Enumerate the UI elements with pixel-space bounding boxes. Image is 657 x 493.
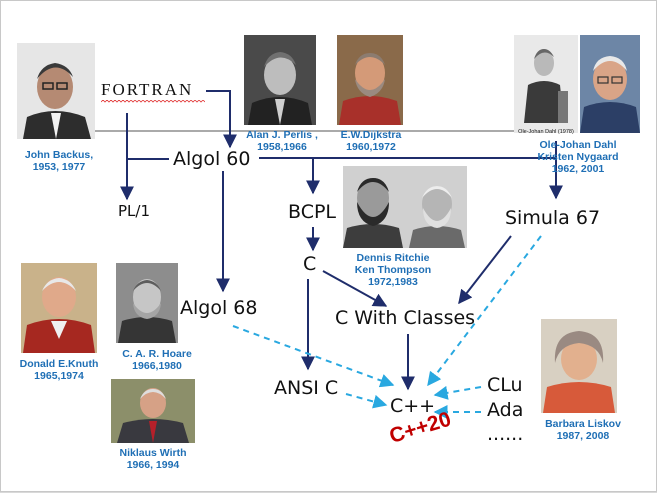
caption-liskov: Barbara Liskov 1987, 2008: [531, 418, 635, 442]
node-ansi-c: ANSI C: [274, 377, 339, 399]
alan-perlis-photo: [244, 35, 316, 125]
caption-wirth-years: 1966, 1994: [126, 459, 180, 471]
caption-perlis: Alan J. Perlis , 1958,1966: [237, 129, 327, 153]
liskov-photo: [541, 319, 617, 413]
caption-hoare-years: 1966,1980: [132, 360, 182, 372]
dahl-photo: [514, 35, 578, 133]
dashed-simula67-cpp: [427, 235, 542, 387]
caption-wirth: Niklaus Wirth 1966, 1994: [105, 447, 201, 471]
caption-wirth-name: Niklaus Wirth: [119, 447, 187, 459]
node-ellipsis: ......: [487, 423, 524, 445]
caption-nygaard-name: Kristen Nygaard: [537, 151, 619, 163]
arrow-fortran-algol60: [206, 90, 237, 149]
caption-ritchie-name: Dennis Ritchie: [356, 252, 430, 264]
caption-ritchie-thompson: Dennis Ritchie Ken Thompson 1972,1983: [345, 252, 441, 288]
node-c: C: [303, 253, 317, 275]
arrow-c-cwithclasses: [322, 270, 388, 307]
dijkstra-photo: [337, 35, 403, 125]
node-cpp: C++: [390, 395, 436, 417]
caption-backus-name: John Backus,: [24, 149, 94, 161]
node-bcpl: BCPL: [288, 201, 337, 223]
john-backus-photo: [17, 43, 95, 139]
caption-knuth-years: 1965,1974: [34, 370, 84, 382]
caption-knuth-name: Donald E.Knuth: [19, 358, 99, 370]
node-c-with-classes: C With Classes: [335, 307, 476, 329]
caption-hoare-name: C. A. R. Hoare: [122, 348, 192, 360]
caption-liskov-years: 1987, 2008: [556, 430, 610, 442]
hoare-photo: [116, 263, 178, 343]
node-simula67: Simula 67: [505, 207, 601, 229]
caption-dijkstra-name: E.W.Dijkstra: [340, 129, 402, 141]
dashed-ansic-cpp: [345, 393, 388, 409]
caption-thompson-name: Ken Thompson: [354, 264, 432, 276]
node-clu: CLu: [487, 374, 523, 396]
knuth-photo: [21, 263, 97, 353]
wirth-photo: [111, 379, 195, 443]
node-algol60: Algol 60: [173, 148, 251, 170]
node-pl1: PL/1: [118, 202, 150, 220]
caption-knuth: Donald E.Knuth 1965,1974: [7, 358, 111, 382]
caption-backus-years: 1953, 1977: [32, 161, 86, 173]
arrow-simula67-cwithclasses: [458, 235, 512, 305]
caption-dahl-nygaard-years: 1962, 2001: [551, 163, 605, 175]
node-ada: Ada: [487, 399, 524, 421]
caption-dijkstra-years: 1960,1972: [346, 141, 396, 153]
caption-hoare: C. A. R. Hoare 1966,1980: [107, 348, 207, 372]
node-fortran: FORTRAN: [101, 80, 194, 99]
caption-dahl-nygaard: Ole-Johan Dahl Kristen Nygaard 1962, 200…: [523, 139, 633, 175]
caption-perlis-years: 1958,1966: [257, 141, 307, 153]
caption-liskov-name: Barbara Liskov: [545, 418, 621, 430]
nygaard-photo: [580, 35, 640, 133]
ritchie-thompson-photo: [343, 166, 467, 248]
caption-backus: John Backus, 1953, 1977: [7, 149, 111, 173]
caption-perlis-name: Alan J. Perlis ,: [246, 129, 318, 141]
spellcheck-underline: [101, 100, 205, 103]
caption-dahl-name: Ole-Johan Dahl: [539, 139, 617, 151]
node-algol68: Algol 68: [180, 297, 258, 319]
caption-ritchie-thompson-years: 1972,1983: [368, 276, 418, 288]
dashed-clu-cpp: [433, 385, 482, 400]
caption-dijkstra: E.W.Dijkstra 1960,1972: [329, 129, 413, 153]
dahl-photo-caption: Ole-Johan Dahl (1978): [518, 129, 574, 135]
